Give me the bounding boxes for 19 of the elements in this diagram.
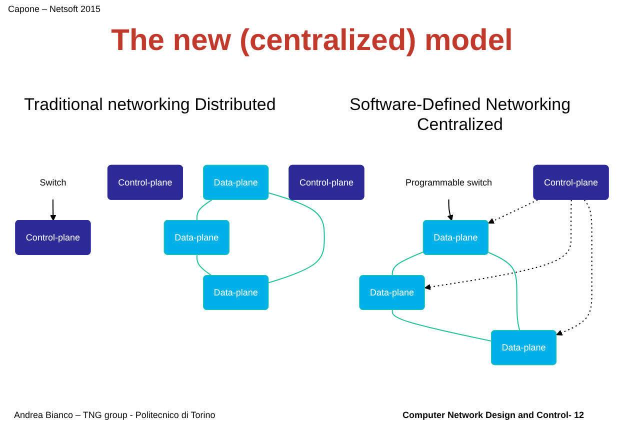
- connector: [392, 251, 424, 276]
- connector: [268, 192, 325, 284]
- arrow: [447, 200, 454, 221]
- footer-text: Computer Network Design and Control- 12: [402, 410, 584, 420]
- header-note: Capone – Netsoft 2015: [8, 4, 101, 14]
- column-heading: Software-Defined Networking Centralized: [348, 95, 572, 135]
- column-heading: Traditional networking Distributed: [23, 95, 277, 115]
- arrow: [50, 200, 56, 221]
- footer-text: Andrea Bianco – TNG group - Politecnico di Torino: [14, 410, 216, 420]
- arrow: [488, 199, 538, 224]
- arrow: [556, 200, 592, 336]
- connector: [392, 310, 492, 342]
- connector: [196, 254, 212, 276]
- node-text: Switch: [40, 177, 66, 188]
- arrow: [424, 200, 572, 290]
- node-text: Programmable switch: [405, 177, 492, 188]
- slide-title: The new (centralized) model: [110, 24, 514, 58]
- connector: [196, 199, 212, 221]
- connector: [488, 252, 520, 331]
